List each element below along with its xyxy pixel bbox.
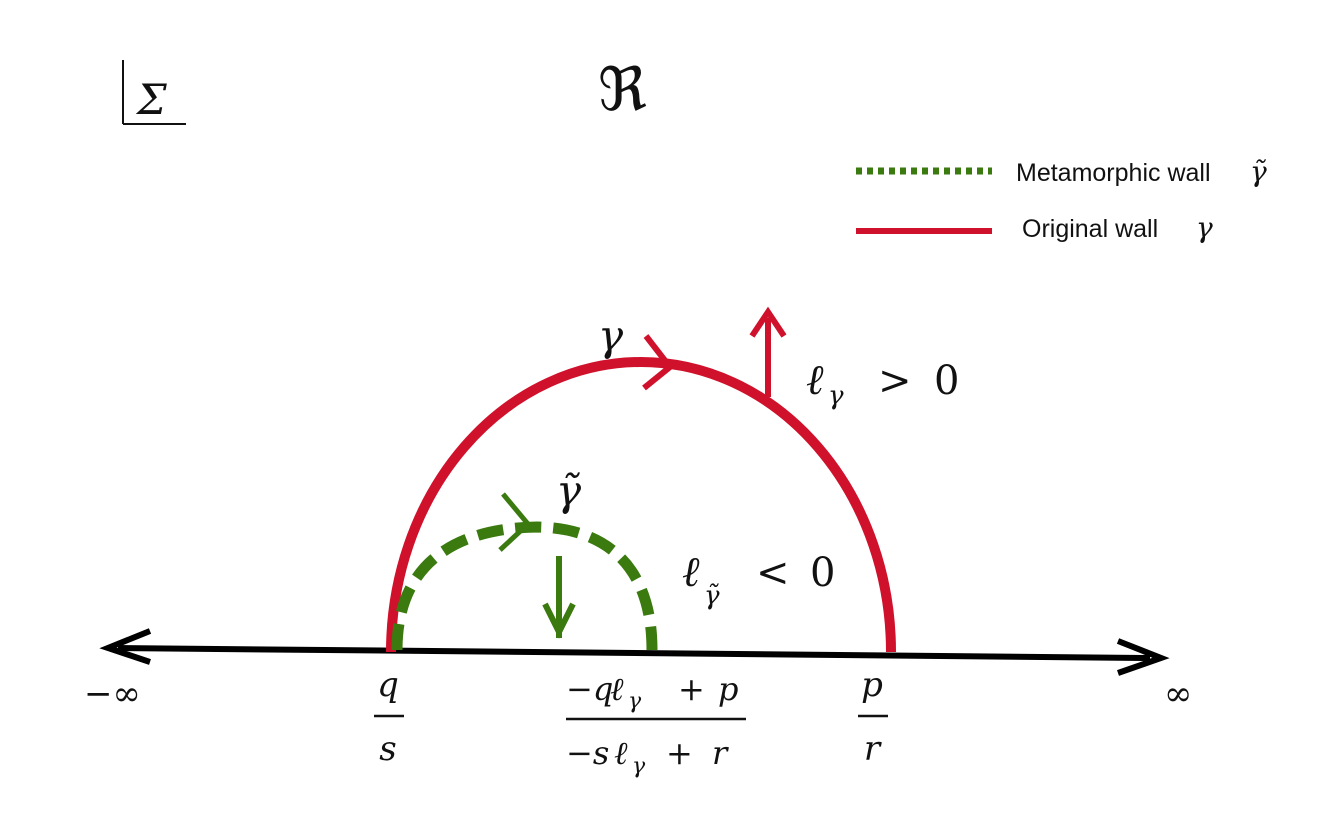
mid-num-minus-q: −q (566, 670, 613, 708)
title-symbol: ℜ (598, 55, 647, 125)
axis-left-end-label: −∞ (84, 674, 141, 714)
legend: Metamorphic wall γ̃ Original wall γ (856, 155, 1267, 244)
sigma-frame: Σ (122, 60, 186, 125)
legend-metamorphic-label: Metamorphic wall (1016, 159, 1211, 187)
mid-den-r: r (712, 734, 729, 772)
metamorphic-wall: γ̃ (391, 466, 658, 651)
mid-den-plus: + (666, 734, 693, 772)
legend-original-symbol: γ (1196, 211, 1213, 244)
original-normal-sub: γ (828, 381, 844, 411)
point-transformed: −q ℓ γ + p −s ℓ γ + r (566, 670, 746, 779)
mid-num-ell: ℓ (610, 670, 624, 708)
axis-right-arrowhead (1116, 638, 1170, 676)
original-normal-ell: ℓ (806, 355, 824, 404)
mid-den-sub: γ (632, 754, 646, 779)
point-p-over-r: p r (858, 665, 888, 769)
original-normal-label: ℓ γ > 0 (806, 355, 959, 411)
point-q-over-s-denominator: s (379, 729, 396, 769)
mid-den-minus-s: −s (566, 734, 609, 772)
real-axis (99, 628, 1170, 676)
mid-num-plus: + (678, 670, 705, 708)
legend-metamorphic-symbol: γ̃ (1250, 155, 1267, 188)
original-wall: γ (386, 306, 896, 653)
metamorphic-wall-label: γ̃ (556, 466, 582, 515)
metamorphic-normal-relation: < (756, 550, 790, 596)
original-normal-arrowhead (749, 306, 787, 338)
original-wall-direction-arrow (642, 334, 675, 391)
metamorphic-normal-arrowhead (542, 602, 576, 639)
metamorphic-normal-ell: ℓ (682, 547, 700, 596)
axis-right-end-label: ∞ (1164, 674, 1192, 714)
metamorphic-normal-sub: γ̃ (704, 581, 720, 611)
mid-num-sub: γ (628, 689, 642, 714)
metamorphic-normal-value: 0 (810, 550, 835, 596)
point-q-over-s: q s (374, 665, 404, 769)
point-p-over-r-numerator: p (861, 665, 883, 705)
point-p-over-r-denominator: r (864, 729, 882, 769)
metamorphic-normal-label: ℓ γ̃ < 0 (682, 547, 835, 611)
mid-den-ell: ℓ (614, 734, 628, 772)
metamorphic-wall-direction-arrow (498, 492, 532, 552)
legend-original-label: Original wall (1022, 215, 1158, 243)
original-wall-arc (386, 357, 896, 653)
metamorphic-wall-arc (391, 521, 658, 651)
axis-left-arrowhead (99, 628, 152, 665)
original-wall-label: γ (598, 311, 624, 360)
original-normal-relation: > (878, 358, 912, 404)
mid-num-p: p (718, 670, 738, 708)
sigma-label: Σ (135, 75, 167, 124)
point-q-over-s-numerator: q (377, 665, 399, 705)
original-normal-value: 0 (934, 358, 959, 404)
